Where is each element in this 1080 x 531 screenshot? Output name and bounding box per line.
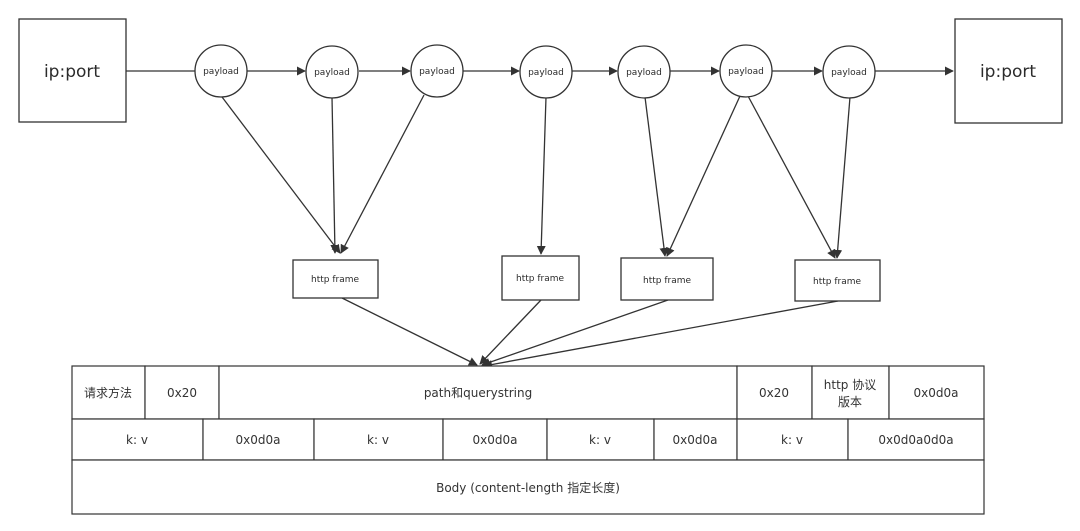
payload-frame-edge xyxy=(218,92,341,254)
payload-node: payload xyxy=(519,45,573,99)
header-kv-cell: k: v xyxy=(126,433,148,447)
target-endpoint-label: ip:port xyxy=(980,62,1036,82)
http-frame-box: http frame xyxy=(292,259,379,299)
payload-frame-edge xyxy=(340,94,425,254)
payload-node: payload xyxy=(194,44,248,98)
payload-frame-edge xyxy=(666,95,741,257)
payload-label: payload xyxy=(728,67,764,77)
payload-node: payload xyxy=(305,45,359,99)
http-version-cell-line2: 版本 xyxy=(838,395,862,409)
http-frames: http frame http frame http frame http fr… xyxy=(292,255,881,302)
frame-to-request-edges xyxy=(341,297,839,369)
payload-label: payload xyxy=(626,68,662,78)
http-request-table: 请求方法 0x20 path和querystring 0x20 http 协议 … xyxy=(71,365,985,515)
payload-node: payload xyxy=(617,45,671,99)
payload-label: payload xyxy=(314,68,350,78)
target-endpoint: ip:port xyxy=(954,18,1063,124)
frame-request-edge xyxy=(479,299,542,365)
header-kv-cell: k: v xyxy=(367,433,389,447)
payload-node: payload xyxy=(822,45,876,99)
body-cell: Body (content-length 指定长度) xyxy=(436,480,620,495)
frame-request-edge xyxy=(483,300,839,369)
payload-frame-edge xyxy=(833,96,851,259)
frame-request-edge xyxy=(341,297,478,366)
payload-label: payload xyxy=(419,67,455,77)
http-frame-box: http frame xyxy=(501,255,580,301)
header-kv-cell: k: v xyxy=(589,433,611,447)
space-cell: 0x20 xyxy=(167,386,197,400)
crlf-cell: 0x0d0a xyxy=(914,386,959,400)
http-frame-label: http frame xyxy=(643,276,691,286)
payload-frame-edge xyxy=(747,95,836,259)
payload-label: payload xyxy=(831,68,867,78)
http-frame-box: http frame xyxy=(620,257,714,301)
payload-label: payload xyxy=(528,68,564,78)
http-version-cell-line1: http 协议 xyxy=(824,377,876,392)
request-line-row: 请求方法 0x20 path和querystring 0x20 http 协议 … xyxy=(71,365,985,420)
payload-label: payload xyxy=(203,67,239,77)
crlf-cell: 0x0d0a xyxy=(473,433,518,447)
http-frame-box: http frame xyxy=(794,259,881,302)
frame-request-edge xyxy=(481,299,669,367)
double-crlf-cell: 0x0d0a0d0a xyxy=(878,433,953,447)
header-kv-cell: k: v xyxy=(781,433,803,447)
http-frame-label: http frame xyxy=(516,274,564,284)
payload-node: payload xyxy=(719,44,773,98)
http-frame-label: http frame xyxy=(813,277,861,287)
space-cell: 0x20 xyxy=(759,386,789,400)
source-endpoint: ip:port xyxy=(18,18,127,123)
payload-frame-edge xyxy=(644,96,669,257)
payload-nodes: payload payload payload payload payload … xyxy=(194,44,876,99)
crlf-cell: 0x0d0a xyxy=(673,433,718,447)
payload-to-frame-edges xyxy=(218,92,851,259)
payload-frame-edge xyxy=(330,96,340,254)
payload-frame-edge xyxy=(536,96,547,255)
crlf-cell: 0x0d0a xyxy=(236,433,281,447)
http-frame-label: http frame xyxy=(311,275,359,285)
path-querystring-cell: path和querystring xyxy=(424,386,532,400)
source-endpoint-label: ip:port xyxy=(44,62,100,82)
payload-node: payload xyxy=(410,44,464,98)
body-row: Body (content-length 指定长度) xyxy=(71,459,985,515)
header-row: k: v 0x0d0a k: v 0x0d0a k: v 0x0d0a k: v… xyxy=(71,418,985,461)
method-cell: 请求方法 xyxy=(84,385,132,400)
